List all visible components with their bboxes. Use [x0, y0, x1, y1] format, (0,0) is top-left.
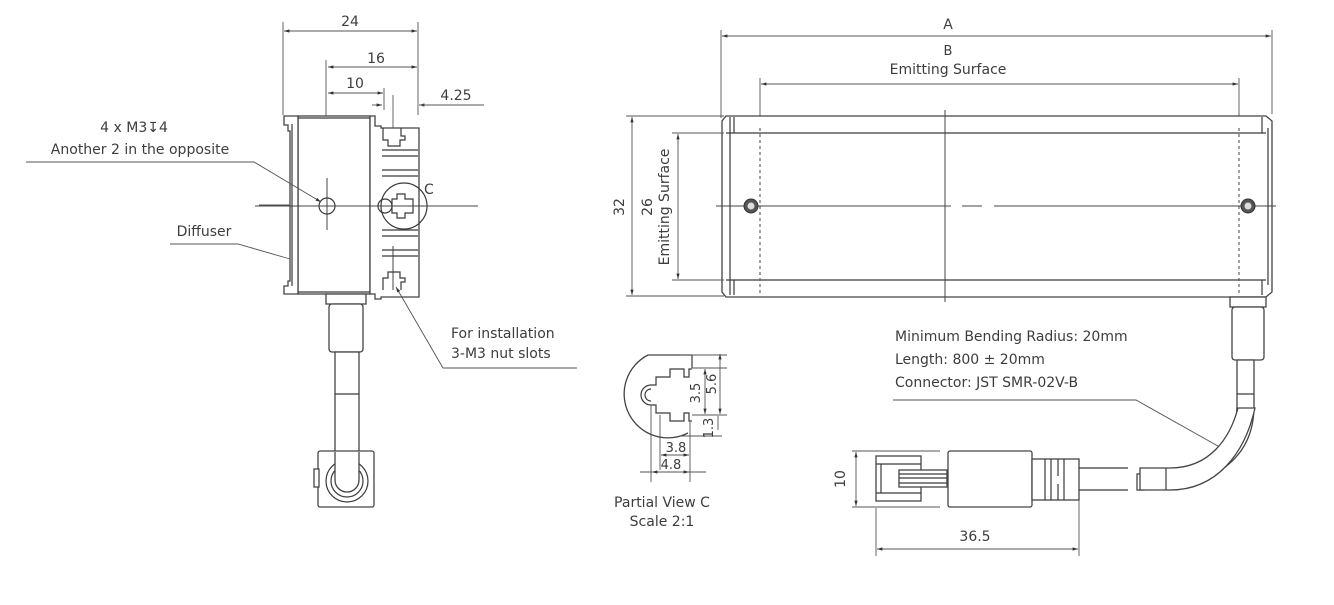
screw-icon — [743, 198, 759, 214]
install-text-1: For installation — [451, 326, 555, 342]
dim-text-b: B — [944, 44, 953, 59]
dim-text-16: 16 — [367, 51, 385, 67]
diffuser-callout: Diffuser — [170, 204, 291, 260]
dim-text-1-3: 1.3 — [702, 418, 717, 439]
diffuser-label: Diffuser — [177, 224, 232, 240]
partial-view-scale: Scale 2:1 — [630, 514, 695, 530]
dimension-4-25: 4.25 — [372, 88, 484, 130]
dim-text-10: 10 — [346, 76, 364, 92]
jst-connector — [875, 407, 1256, 508]
side-view: 24 16 10 4.25 — [26, 14, 577, 508]
dimension-connector-36-5: 36.5 — [875, 500, 1080, 556]
dim-text-3-5: 3.5 — [689, 383, 704, 404]
dim-text-connector-36-5: 36.5 — [959, 529, 990, 545]
partial-view-title: Partial View C — [614, 495, 710, 511]
dim-text-26-label: Emitting Surface — [657, 149, 673, 266]
dim-text-32: 32 — [612, 198, 628, 216]
front-body — [716, 110, 1276, 302]
install-text-2: 3-M3 nut slots — [451, 346, 551, 362]
dimension-10: 10 — [328, 76, 385, 110]
side-cable — [313, 293, 375, 508]
heatsink-fins — [382, 149, 418, 257]
dim-text-5-6: 5.6 — [705, 374, 720, 395]
screw-hole-callout: 4 x M3↧4 Another 2 in the opposite — [26, 120, 322, 203]
dim-text-4-25: 4.25 — [440, 88, 471, 104]
nut-slot-callout: For installation 3-M3 nut slots — [395, 286, 577, 369]
dimension-b: B Emitting Surface — [759, 44, 1240, 128]
detail-c-label: C — [424, 182, 434, 198]
cable-connector-view: Minimum Bending Radius: 20mm Length: 800… — [833, 329, 1256, 556]
dim-text-connector-10: 10 — [833, 470, 849, 488]
screw-spec-text: 4 x M3↧4 — [100, 120, 168, 136]
dim-text-24: 24 — [341, 14, 359, 30]
dim-text-26: 26 — [640, 198, 656, 216]
dim-text-b-label: Emitting Surface — [890, 62, 1007, 78]
dim-text-4-8: 4.8 — [661, 458, 682, 473]
side-body: C — [255, 115, 478, 300]
partial-view-c: 3.5 5.6 1.3 3.8 4.8 Partial View C Scale… — [614, 354, 727, 530]
cable-spec-bending: Minimum Bending Radius: 20mm — [895, 329, 1128, 345]
screw-icon — [1240, 198, 1256, 214]
dim-text-3-8: 3.8 — [666, 441, 687, 456]
dimension-32: 32 — [612, 115, 724, 297]
front-view: A B Emitting Surface — [612, 17, 1276, 491]
cable-spec-length: Length: 800 ± 20mm — [895, 352, 1045, 368]
dimension-26: 26 Emitting Surface — [640, 132, 724, 281]
dimension-connector-10: 10 — [833, 450, 940, 508]
screw-opposite-text: Another 2 in the opposite — [51, 142, 229, 158]
dim-text-a: A — [943, 17, 953, 33]
dimension-a: A — [720, 17, 1273, 118]
dimension-24: 24 — [282, 14, 419, 115]
cable-spec-connector: Connector: JST SMR-02V-B — [895, 375, 1078, 391]
